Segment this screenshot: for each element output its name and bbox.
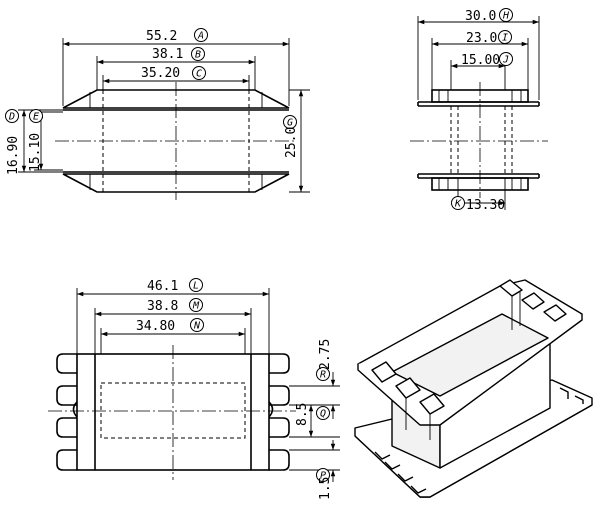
isometric-view bbox=[354, 279, 593, 498]
dim-p-letter: P bbox=[320, 471, 326, 482]
dim-k-value: 13.30 bbox=[466, 198, 505, 213]
dim-a-value: 55.2 bbox=[146, 29, 177, 44]
dim-n-value: 34.80 bbox=[136, 319, 175, 334]
dim-e-letter: E bbox=[33, 112, 39, 123]
dim-i-letter: I bbox=[502, 33, 508, 44]
dim-q-letter: Q bbox=[320, 409, 326, 420]
dim-j-letter: J bbox=[502, 55, 509, 66]
dim-h-letter: H bbox=[502, 11, 510, 22]
dim-e-value: 15.10 bbox=[28, 133, 43, 172]
dim-a-letter: A bbox=[197, 31, 204, 42]
bottom-view: 46.1 L 38.8 M 34.80 N R 2.75 Q 8.5 P 1.5 bbox=[48, 278, 340, 500]
dim-l-letter: L bbox=[193, 281, 199, 292]
dim-d-letter: D bbox=[8, 112, 15, 123]
dim-d-value: 16.90 bbox=[6, 136, 21, 175]
dim-c-letter: C bbox=[196, 69, 202, 80]
dim-k-letter: K bbox=[454, 199, 462, 210]
dim-q-value: 8.5 bbox=[295, 403, 310, 426]
dim-b-value: 38.1 bbox=[152, 47, 183, 62]
dim-l-value: 46.1 bbox=[147, 279, 178, 294]
dim-i-value: 23.0 bbox=[466, 31, 497, 46]
dim-n-letter: N bbox=[193, 321, 201, 332]
dim-m-letter: M bbox=[192, 301, 200, 312]
dim-h-value: 30.0 bbox=[465, 9, 496, 24]
dim-g-value: 25.0 bbox=[284, 127, 299, 158]
front-view: 55.2 A 38.1 B 35.20 C D 16.90 E 15.10 G … bbox=[5, 28, 310, 200]
dim-b-letter: B bbox=[195, 50, 201, 61]
dim-p-value: 1.5 bbox=[318, 477, 333, 500]
dim-r-value: 2.75 bbox=[318, 339, 333, 370]
side-view: 30.0 H 23.0 I 15.00 J K 13.30 bbox=[410, 8, 548, 213]
dim-j-value: 15.00 bbox=[461, 53, 500, 68]
dim-r-letter: R bbox=[320, 370, 326, 381]
dim-c-value: 35.20 bbox=[141, 66, 180, 81]
dim-g-letter: G bbox=[287, 118, 293, 129]
dim-m-value: 38.8 bbox=[147, 299, 178, 314]
